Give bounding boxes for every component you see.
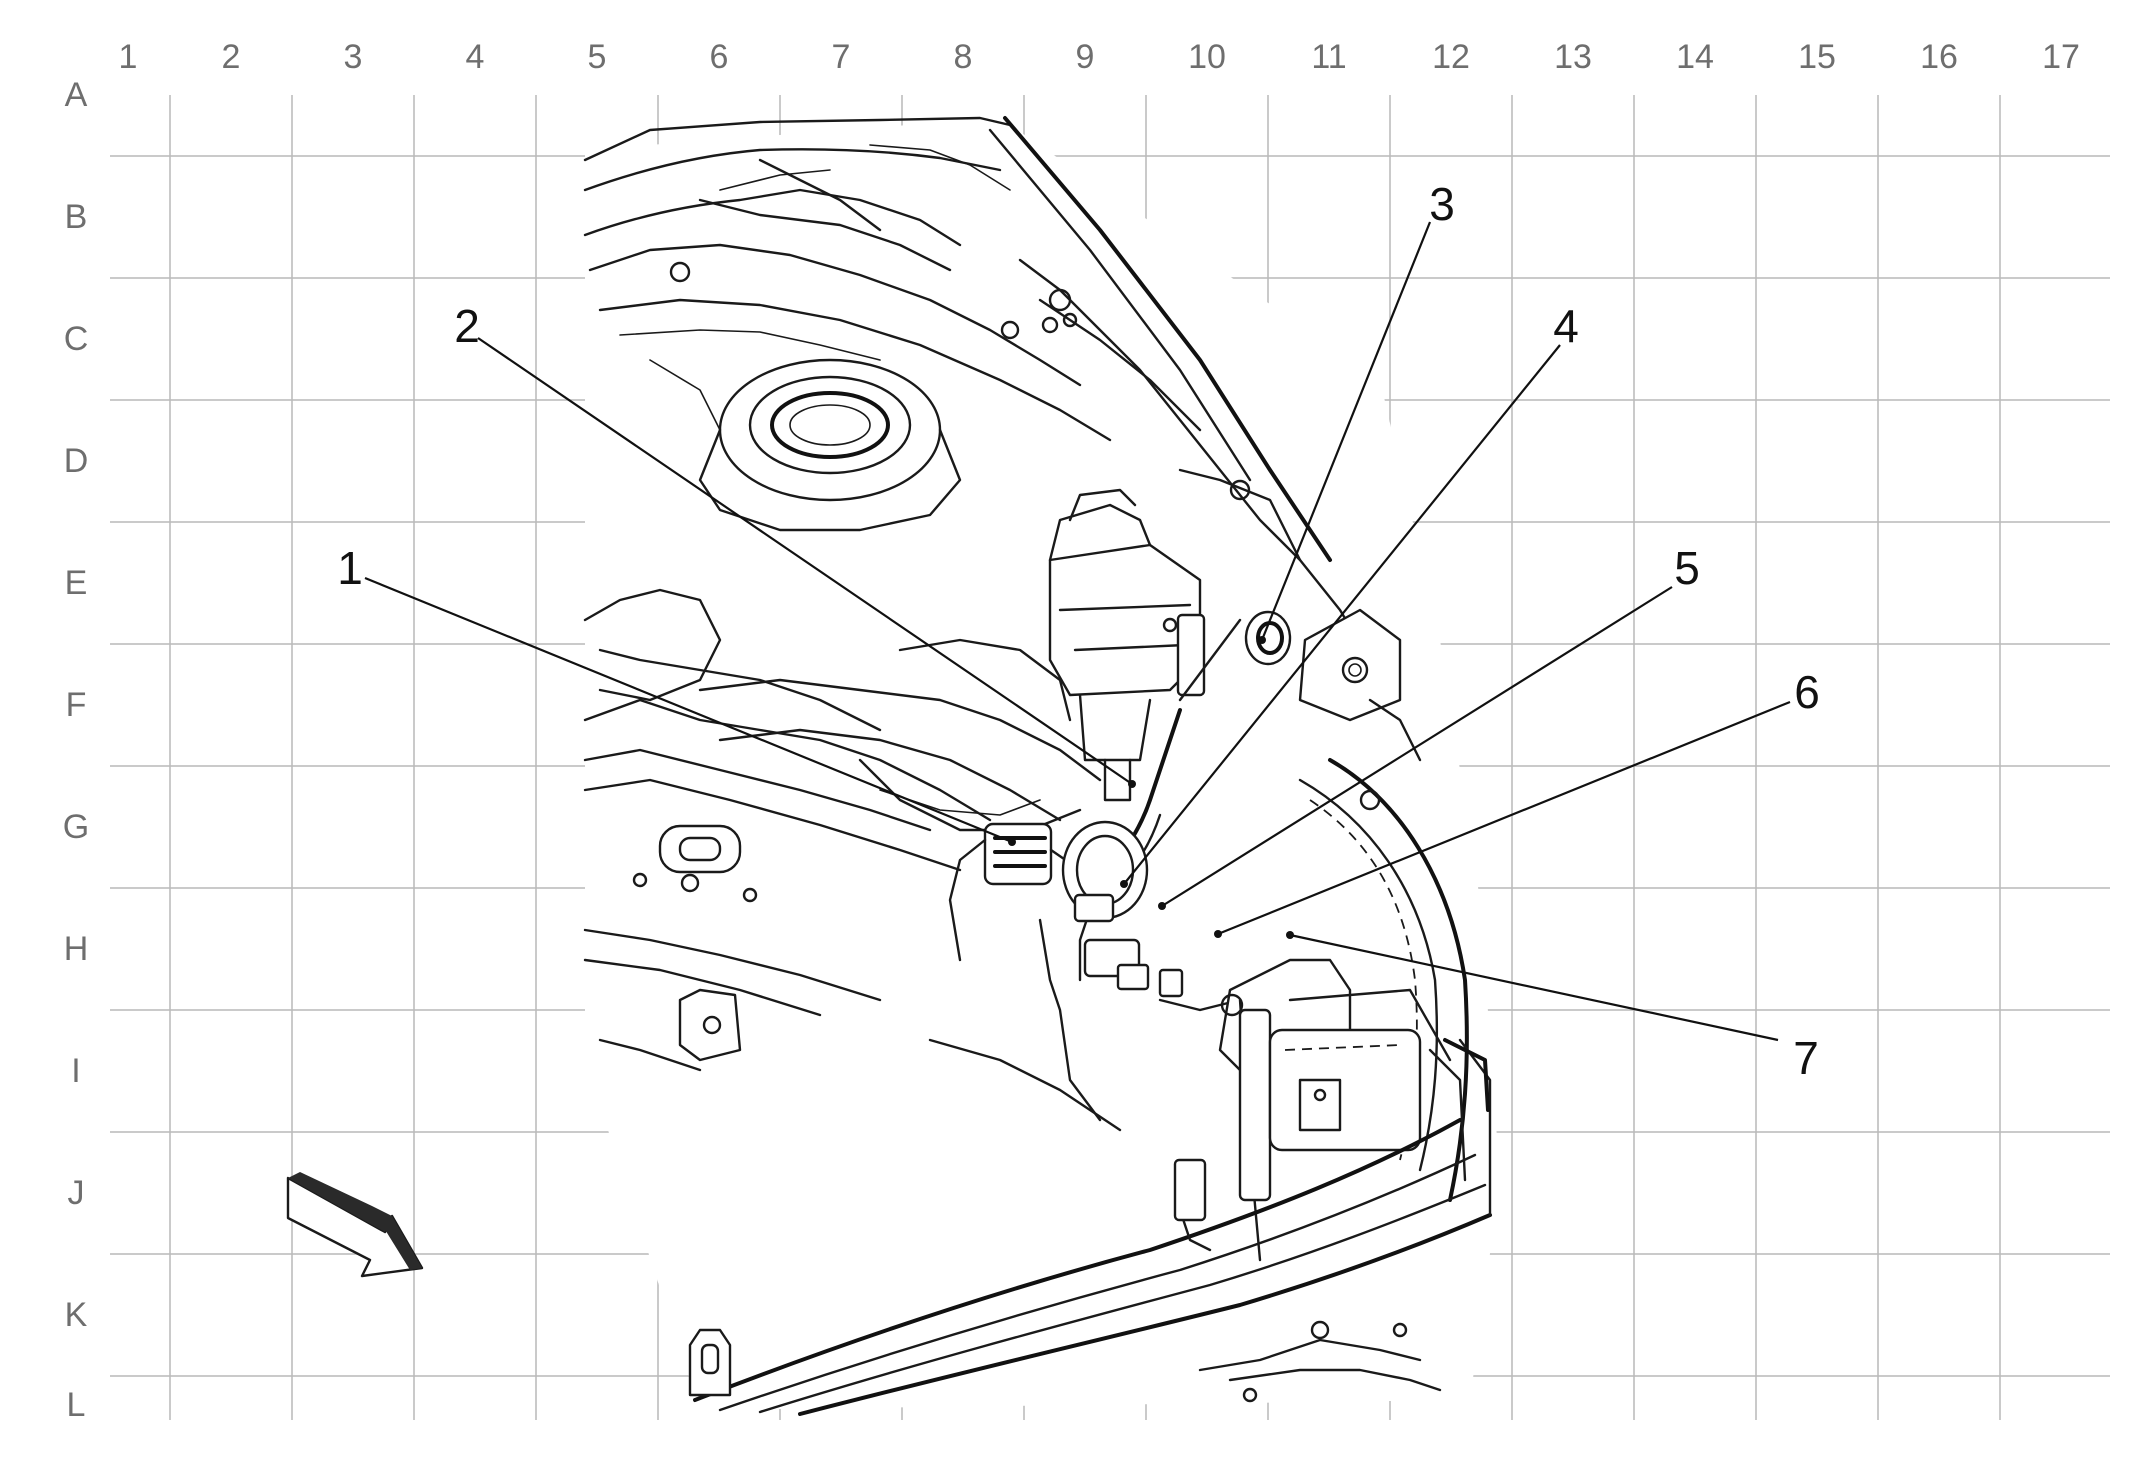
grid-column-label: 1 xyxy=(119,38,138,76)
callout-2-leader xyxy=(477,337,1133,785)
grid-row-label: J xyxy=(68,1174,85,1212)
callout-leaders xyxy=(364,221,1791,1042)
column-labels: 1 2 3 4 5 6 7 8 9 10 11 12 13 14 15 16 1… xyxy=(119,38,2080,76)
grid-column-label: 17 xyxy=(2042,38,2080,76)
callout-7-leader xyxy=(1289,933,1779,1042)
grid-row-label: K xyxy=(65,1296,88,1334)
callout-5-leader xyxy=(1161,586,1673,907)
callout-4-leader xyxy=(1123,344,1561,885)
callout-5-label: 5 xyxy=(1674,542,1700,594)
callout-6-label: 6 xyxy=(1794,666,1820,718)
callout-3-label: 3 xyxy=(1429,178,1455,230)
callout-4-label: 4 xyxy=(1553,300,1579,352)
callout-3-leader xyxy=(1260,221,1432,641)
grid-column-label: 11 xyxy=(1311,38,1346,76)
row-labels: A B C D E F G H I J K L xyxy=(63,76,89,1424)
grid-row-label: F xyxy=(66,686,87,724)
grid-row-label: I xyxy=(71,1052,80,1090)
grid-column-label: 5 xyxy=(588,38,607,76)
grid-row-label: L xyxy=(67,1386,86,1424)
grid-column-label: 10 xyxy=(1188,38,1226,76)
grid-column-label: 13 xyxy=(1554,38,1592,76)
grid-row-label: D xyxy=(64,442,89,480)
grid-column-label: 6 xyxy=(710,38,729,76)
callout-7-label: 7 xyxy=(1793,1032,1819,1084)
grid-column-label: 15 xyxy=(1798,38,1836,76)
grid-column-label: 2 xyxy=(222,38,241,76)
grid-row-label: B xyxy=(65,198,88,236)
grid-row-label: A xyxy=(65,76,88,114)
grid-row-label: H xyxy=(64,930,89,968)
callout-1-leader xyxy=(364,576,1013,844)
grid-column-label: 3 xyxy=(344,38,363,76)
grid-column-label: 14 xyxy=(1676,38,1714,76)
callout-labels: 1 2 3 4 5 6 7 xyxy=(337,178,1820,1084)
grid-row-label: G xyxy=(63,808,89,846)
callout-1-label: 1 xyxy=(337,542,363,594)
grid-column-label: 7 xyxy=(832,38,851,76)
direction-arrow-icon xyxy=(286,1172,424,1278)
grid-column-label: 16 xyxy=(1920,38,1958,76)
grid-row-label: C xyxy=(64,320,89,358)
callout-6-leader xyxy=(1217,700,1791,936)
engine-bay-drawing xyxy=(583,116,1500,1416)
grid-column-label: 8 xyxy=(954,38,973,76)
grid-column-label: 4 xyxy=(466,38,485,76)
grid-column-label: 9 xyxy=(1076,38,1095,76)
grid-column-label: 12 xyxy=(1432,38,1470,76)
grid-row-label: E xyxy=(65,564,88,602)
callout-2-label: 2 xyxy=(454,300,480,352)
